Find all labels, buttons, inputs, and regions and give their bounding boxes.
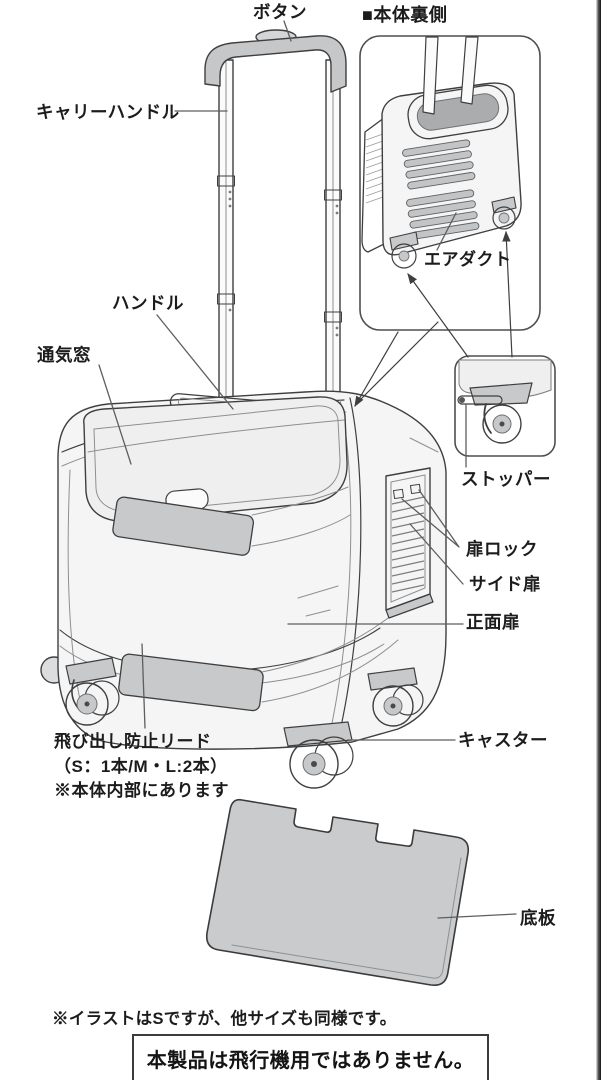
label-leash: 飛び出し防止リード （S：1本/M・L:2本） ※本体内部にあります bbox=[54, 730, 229, 804]
door-lock-right bbox=[409, 483, 422, 495]
warning-box: 本製品は飛行機用ではありません。 bbox=[132, 1034, 489, 1080]
handle-grip-bar bbox=[204, 35, 347, 93]
leash-line1: 飛び出し防止リード bbox=[54, 732, 212, 751]
leash-line2: （S：1本/M・L:2本） bbox=[54, 756, 228, 776]
label-caster: キャスター bbox=[458, 730, 548, 750]
rear-inset-title: ■本体裏側 bbox=[362, 5, 448, 25]
label-button: ボタン bbox=[253, 2, 307, 22]
front-pocket bbox=[83, 396, 348, 523]
page-edge-shadow bbox=[596, 0, 601, 1080]
rear-view-inset bbox=[359, 35, 541, 331]
suitcase-body-illustration bbox=[57, 390, 447, 789]
label-front-door: 正面扉 bbox=[466, 612, 520, 632]
side-door-illustration bbox=[385, 467, 434, 619]
warning-text: 本製品は飛行機用ではありません。 bbox=[146, 1049, 475, 1072]
label-bottom-plate: 底板 bbox=[520, 908, 556, 928]
caster-wheels bbox=[65, 657, 424, 789]
label-carry-handle: キャリーハンドル bbox=[36, 102, 180, 122]
stopper-lever bbox=[457, 395, 503, 405]
size-note: ※イラストはSですが、他サイズも同様です。 bbox=[52, 1010, 397, 1028]
air-duct-slats bbox=[402, 139, 480, 240]
label-vent-window: 通気窓 bbox=[37, 345, 91, 365]
door-lock-left bbox=[392, 488, 405, 500]
label-air-duct: エアダクト bbox=[424, 250, 512, 269]
carry-handle-illustration bbox=[40, 29, 347, 684]
leader-lines bbox=[98, 20, 517, 919]
label-side-door: サイド扉 bbox=[469, 574, 541, 594]
leash-line3: ※本体内部にあります bbox=[54, 781, 229, 800]
label-handle: ハンドル bbox=[112, 293, 184, 313]
label-door-lock: 扉ロック bbox=[466, 539, 538, 559]
label-stopper: ストッパー bbox=[461, 469, 551, 489]
bottom-plate-illustration bbox=[205, 798, 470, 987]
stopper-inset bbox=[454, 355, 556, 457]
